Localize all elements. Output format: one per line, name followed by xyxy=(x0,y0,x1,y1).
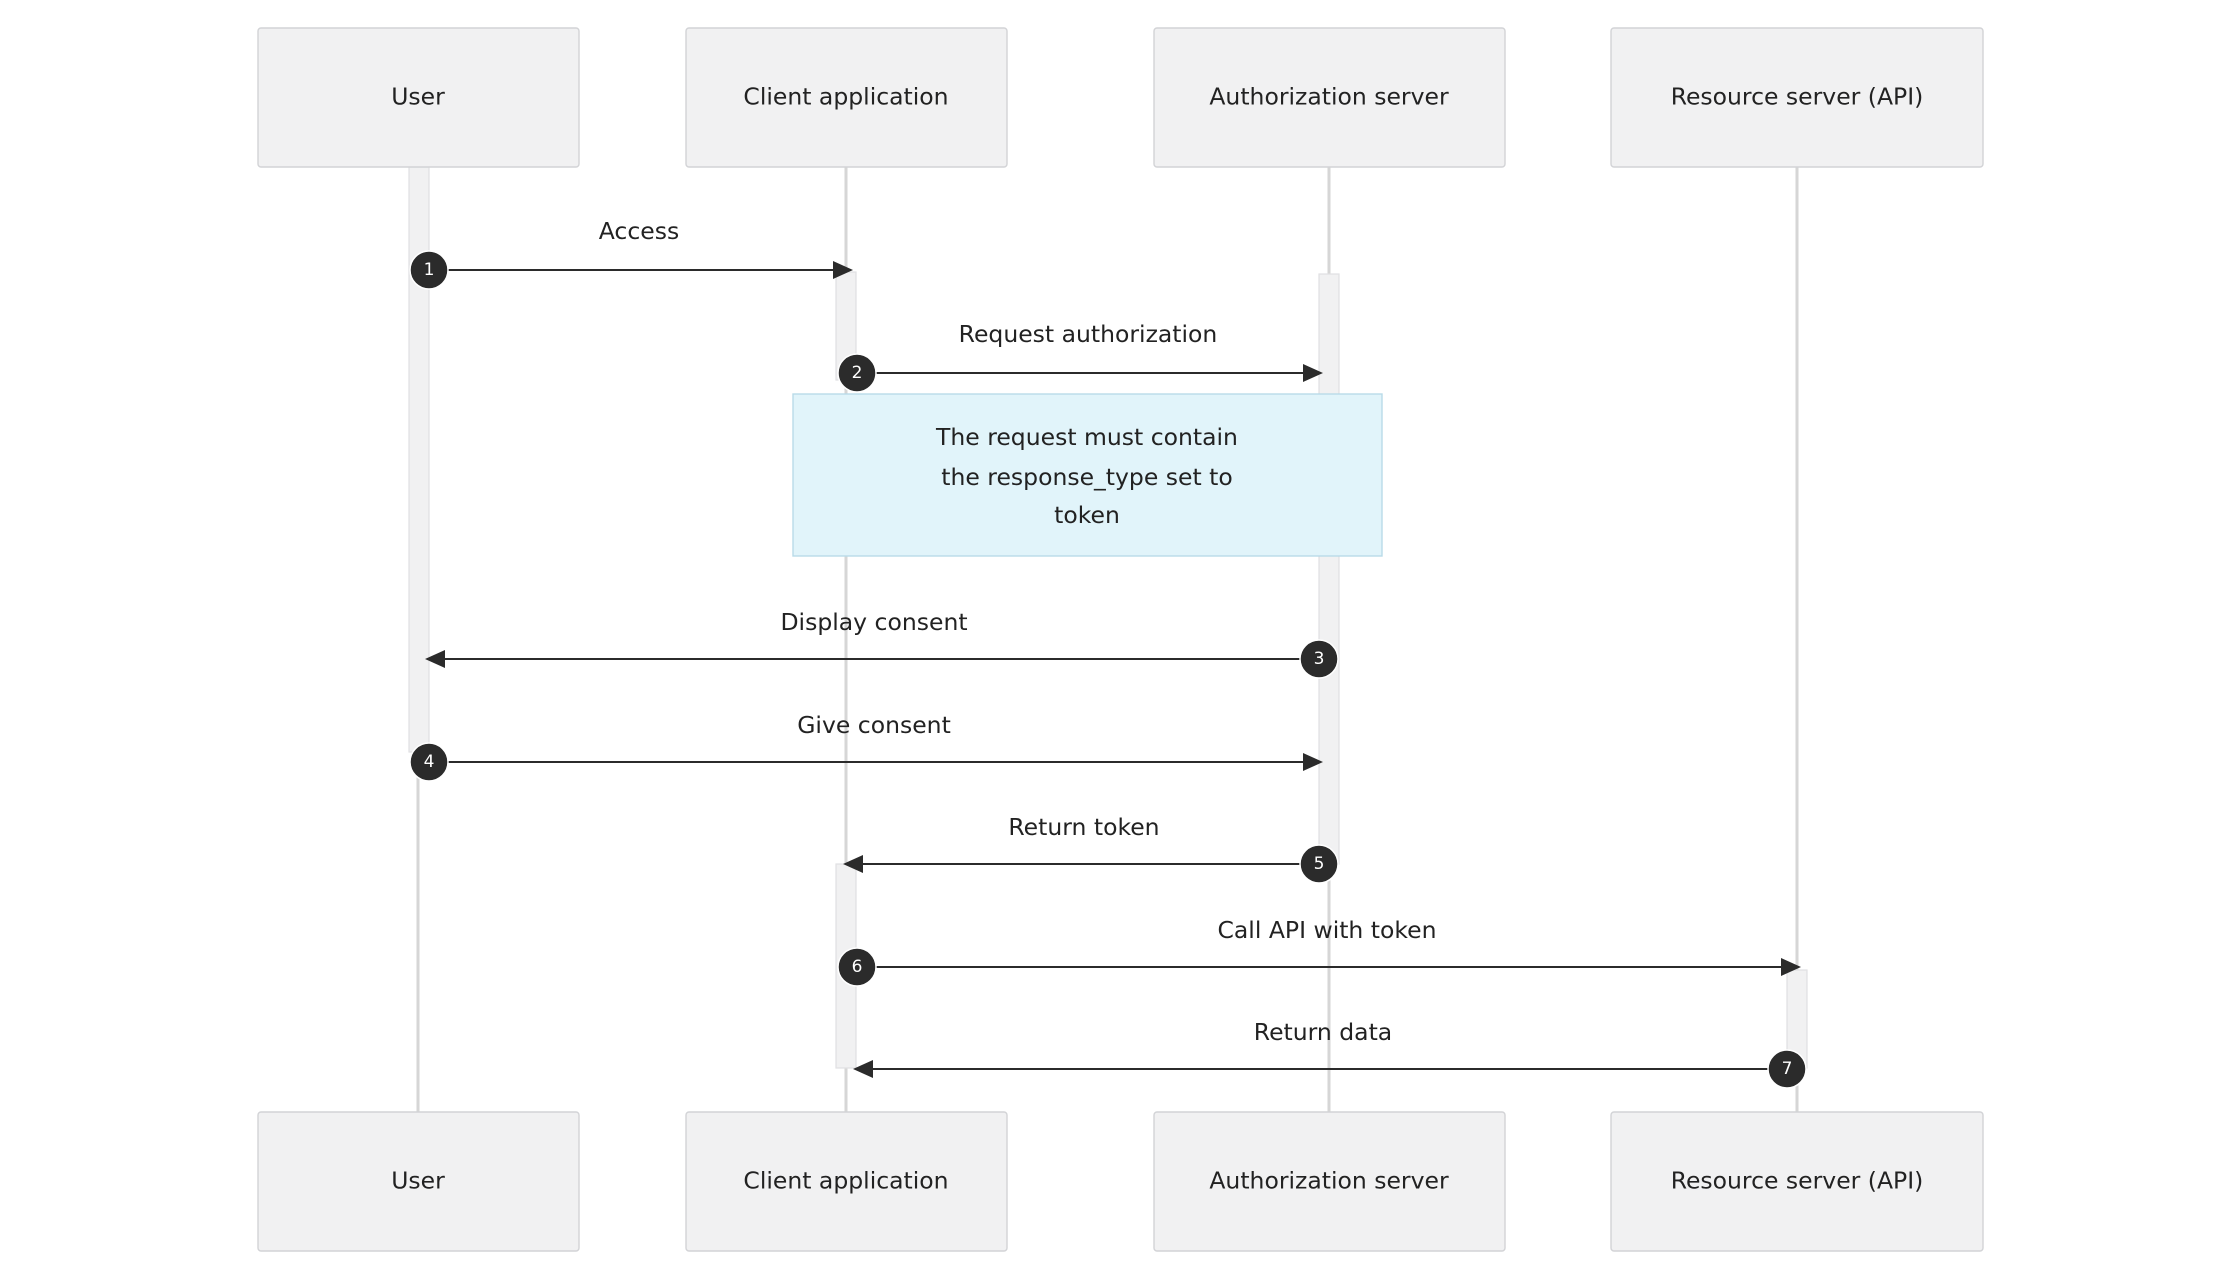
bottom-actors: User Client application Authorization se… xyxy=(257,1111,1984,1252)
sequence-number: 4 xyxy=(424,752,435,772)
sequence-number: 6 xyxy=(852,957,863,977)
sequence-number: 1 xyxy=(424,260,435,280)
message-6: Call API with token 6 xyxy=(837,916,1801,987)
message-label: Display consent xyxy=(780,608,967,636)
actor-label: User xyxy=(391,83,445,111)
actor-top-auth[interactable]: Authorization server xyxy=(1153,27,1506,168)
message-5: Return token 5 xyxy=(843,813,1339,884)
arrowhead xyxy=(843,855,863,873)
sequence-number: 3 xyxy=(1314,649,1325,669)
sequence-number-badge xyxy=(837,353,877,393)
actor-top-resource[interactable]: Resource server (API) xyxy=(1610,27,1984,168)
sequence-number-badge xyxy=(1299,639,1339,679)
arrowhead xyxy=(853,1060,873,1078)
actor-bottom-client[interactable]: Client application xyxy=(685,1111,1008,1252)
arrowhead xyxy=(1303,364,1323,382)
message-label: Return token xyxy=(1008,813,1159,841)
activation-bars xyxy=(408,166,1808,1069)
message-7: Return data 7 xyxy=(853,1018,1807,1089)
message-2: Request authorization 2 xyxy=(837,320,1323,393)
activation-auth xyxy=(1318,273,1340,865)
message-label: Return data xyxy=(1254,1018,1392,1046)
arrowhead xyxy=(1781,958,1801,976)
sequence-number: 2 xyxy=(852,363,863,383)
message-1: Access 1 xyxy=(409,217,853,290)
actor-bottom-user[interactable]: User xyxy=(257,1111,580,1252)
actor-label: User xyxy=(391,1167,445,1195)
sequence-number-badge xyxy=(1767,1049,1807,1089)
sequence-number: 5 xyxy=(1314,854,1325,874)
message-label: Request authorization xyxy=(959,320,1218,348)
actor-top-user[interactable]: User xyxy=(257,27,580,168)
actor-label: Client application xyxy=(743,83,948,111)
actor-label: Client application xyxy=(743,1167,948,1195)
actor-label: Authorization server xyxy=(1209,83,1449,111)
message-label: Give consent xyxy=(797,711,951,739)
arrowhead xyxy=(833,261,853,279)
arrowhead xyxy=(425,650,445,668)
arrowhead xyxy=(1303,753,1323,771)
top-actors: User Client application Authorization se… xyxy=(257,27,1984,168)
actor-label: Authorization server xyxy=(1209,1167,1449,1195)
actor-bottom-auth[interactable]: Authorization server xyxy=(1153,1111,1506,1252)
note-line-3: token xyxy=(1054,501,1120,529)
lifelines xyxy=(416,166,1799,1112)
actor-label: Resource server (API) xyxy=(1671,83,1924,111)
note-box xyxy=(792,393,1383,557)
sequence-number: 7 xyxy=(1782,1059,1793,1079)
sequence-number-badge xyxy=(409,250,449,290)
actor-label: Resource server (API) xyxy=(1671,1167,1924,1195)
actor-bottom-resource[interactable]: Resource server (API) xyxy=(1610,1111,1984,1252)
sequence-number-badge xyxy=(409,742,449,782)
message-label: Call API with token xyxy=(1217,916,1436,944)
sequence-number-badge xyxy=(1299,844,1339,884)
note-line-1: The request must contain xyxy=(935,423,1238,451)
message-label: Access xyxy=(599,217,679,245)
note: The request must contain the response_ty… xyxy=(792,393,1383,557)
message-4: Give consent 4 xyxy=(409,711,1323,782)
message-3: Display consent 3 xyxy=(425,608,1339,679)
sequence-number-badge xyxy=(837,947,877,987)
actor-top-client[interactable]: Client application xyxy=(685,27,1008,168)
note-line-2: the response_type set to xyxy=(941,463,1232,491)
